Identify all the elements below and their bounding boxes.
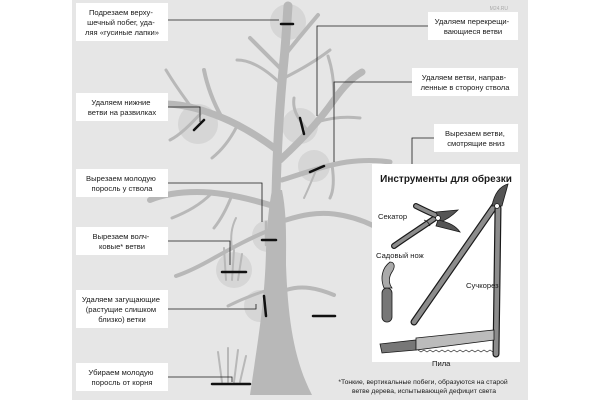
cut-mark-dense <box>262 294 268 318</box>
tree-trunk <box>250 190 312 395</box>
infographic-panel: М24.RU <box>72 0 528 400</box>
cut-mark-lower-fork <box>192 118 206 132</box>
label-trunk-suckers: Вырезаем молодую поросль у ствола <box>76 169 168 197</box>
garden-knife-icon <box>381 261 395 323</box>
cut-marks <box>192 22 337 386</box>
footnote: *Тонкие, вертикальные побеги, образуются… <box>338 378 509 395</box>
tool-label-lopper: Сучкорез <box>466 281 499 290</box>
svg-text:Вырезаем молодую пор: Вырезаем молодую поросль у ствола <box>86 174 158 193</box>
svg-text:Подрезаем верху- шеч: Подрезаем верху- шечный побег, уда- ляя … <box>85 8 159 37</box>
cut-mark-down <box>308 164 326 174</box>
label-dense-branches: Удаляем загущающие (растущие слишком бли… <box>76 290 168 328</box>
tools-box: Инструменты для обрезки Секатор Садовый … <box>372 164 520 368</box>
svg-text:Удаляем перекрещи- в: Удаляем перекрещи- вающиеся ветви <box>435 17 512 36</box>
label-water-sprouts: Вырезаем волч- ковые* ветви <box>76 227 168 255</box>
secateur-icon <box>391 203 461 249</box>
tool-label-knife: Садовый нож <box>376 251 425 260</box>
saw-icon <box>379 329 495 354</box>
cut-mark-crossing <box>298 116 306 136</box>
label-downward-branches: Вырезаем ветви, смотрящие вниз <box>434 124 518 152</box>
highlight-halos <box>178 4 330 322</box>
label-crossing-branches: Удаляем перекрещи- вающиеся ветви <box>428 12 518 40</box>
tool-label-secateur: Секатор <box>378 212 407 221</box>
svg-text:Вырезаем ветви, смот: Вырезаем ветви, смотрящие вниз <box>445 129 507 148</box>
svg-text:Удаляем ветви, направ-: Удаляем ветви, направ- ленные в сторону … <box>421 73 511 92</box>
tools-title: Инструменты для обрезки <box>380 173 512 185</box>
label-root-suckers: Убираем молодую поросль от корня <box>76 363 168 391</box>
svg-text:Убираем молодую поро: Убираем молодую поросль от корня <box>88 368 155 387</box>
svg-text:*Тонкие, вертикальные побеги,: *Тонкие, вертикальные побеги, образуются… <box>338 378 509 395</box>
lopper-icon <box>410 183 509 358</box>
label-lower-fork-branches: Удаляем нижние ветви на развилках <box>76 93 168 121</box>
tool-label-saw: Пила <box>432 359 451 368</box>
pruning-infographic: М24.RU <box>76 1 520 395</box>
svg-text:Удаляем загущающие (: Удаляем загущающие (растущие слишком бли… <box>82 295 162 324</box>
watermark: М24.RU <box>490 6 509 12</box>
label-crown-top: Подрезаем верху- шечный побег, уда- ляя … <box>76 3 168 41</box>
tree-illustration <box>147 1 393 395</box>
svg-text:Вырезаем волч- ковые: Вырезаем волч- ковые* ветви <box>93 232 152 251</box>
label-inward-branches: Удаляем ветви, направ- ленные в сторону … <box>412 68 518 96</box>
svg-text:Удаляем нижние ветви: Удаляем нижние ветви на развилках <box>88 98 157 117</box>
leader-lines <box>168 19 434 382</box>
